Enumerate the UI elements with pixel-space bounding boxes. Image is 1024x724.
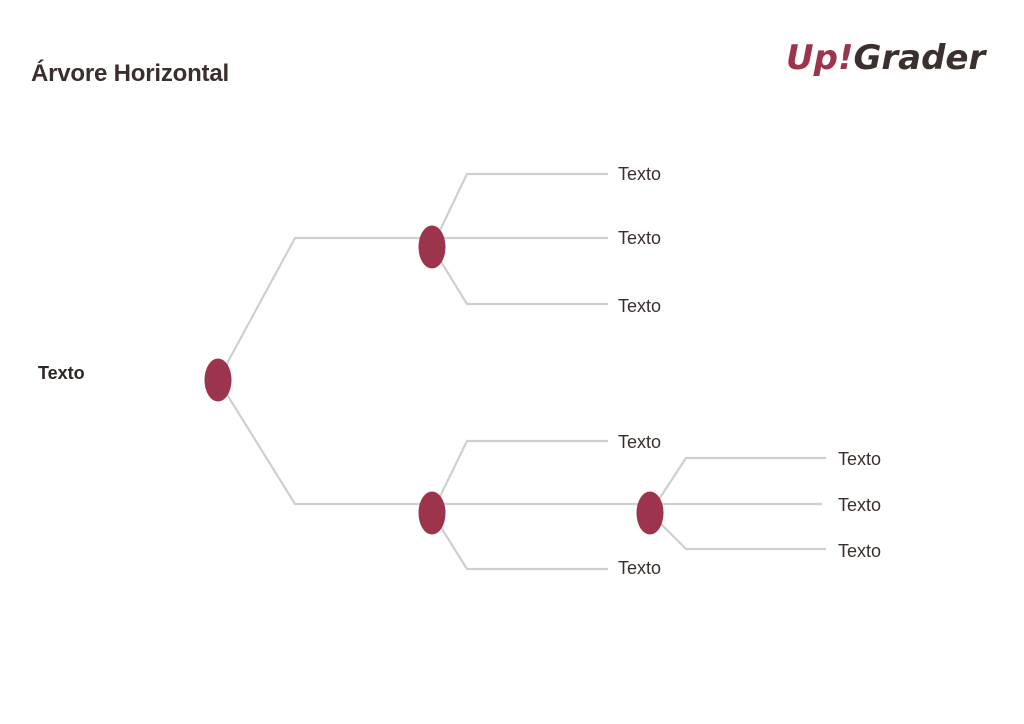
branch-1-leaf-1-label: Texto — [618, 164, 661, 184]
tree-edges — [217, 172, 826, 571]
sub-leaf-3-label: Texto — [838, 541, 881, 561]
edge-root-branch-2 — [217, 379, 420, 506]
edge-sub-leaf-1 — [649, 456, 826, 514]
upgrader-logo: Up!Grader — [786, 36, 985, 80]
branch-1-node — [418, 225, 446, 269]
logo-part-grader: Grader — [853, 38, 986, 78]
sub-leaf-1-label: Texto — [838, 449, 881, 469]
branch-1-leaf-2-label: Texto — [618, 228, 661, 248]
tree-nodes — [204, 225, 664, 535]
branch-1-leaf-3-label: Texto — [618, 296, 661, 316]
logo-part-exclaim: ! — [837, 38, 854, 78]
tree-labels: Texto Texto Texto Texto Texto Texto Text… — [38, 164, 881, 578]
sub-leaf-2-label: Texto — [838, 495, 881, 515]
root-label: Texto — [38, 363, 85, 383]
page-title: Árvore Horizontal — [31, 60, 229, 87]
edge-branch-2-leaf-1 — [431, 439, 608, 514]
edge-branch-1-leaf-3 — [431, 246, 608, 306]
branch-2-leaf-1-label: Texto — [618, 432, 661, 452]
sub-branch-node — [636, 491, 664, 535]
root-node — [204, 358, 232, 402]
edge-branch-2-leaf-2 — [431, 512, 608, 571]
logo-part-up: Up — [786, 38, 838, 78]
edge-branch-1-leaf-1 — [431, 172, 608, 248]
edge-root-branch-1 — [217, 236, 420, 381]
branch-2-node — [418, 491, 446, 535]
edge-sub-leaf-3 — [649, 512, 826, 551]
branch-2-leaf-2-label: Texto — [618, 558, 661, 578]
